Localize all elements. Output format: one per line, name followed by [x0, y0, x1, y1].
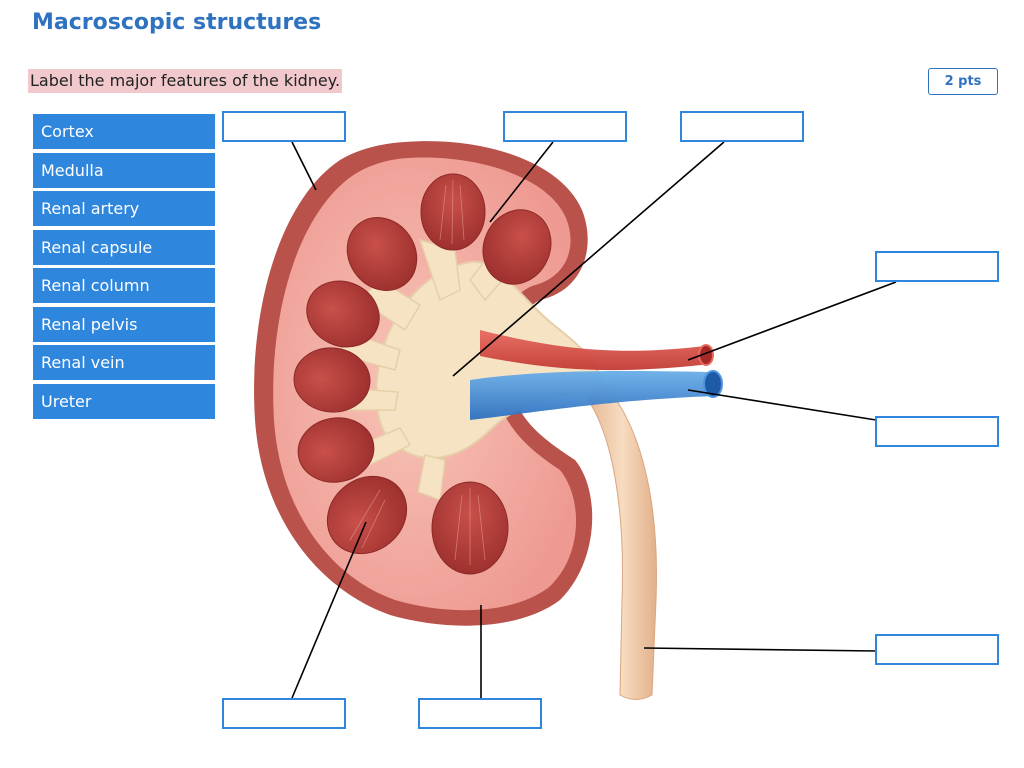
term-bank: Cortex Medulla Renal artery Renal capsul…	[33, 114, 215, 422]
drop-zone-pelvis[interactable]	[680, 111, 804, 142]
term-cortex[interactable]: Cortex	[33, 114, 215, 149]
page-title: Macroscopic structures	[32, 10, 322, 35]
renal-artery-shape	[480, 330, 710, 371]
term-renal-pelvis[interactable]: Renal pelvis	[33, 306, 215, 342]
drop-zone-cortex[interactable]	[418, 698, 542, 729]
term-ureter[interactable]: Ureter	[33, 383, 215, 419]
term-renal-capsule[interactable]: Renal capsule	[33, 229, 215, 265]
drop-zone-ureter[interactable]	[875, 634, 999, 665]
ureter-shape	[587, 379, 657, 700]
renal-vein-shape	[470, 370, 714, 420]
term-medulla[interactable]: Medulla	[33, 152, 215, 188]
drop-zone-capsule[interactable]	[222, 111, 346, 142]
term-renal-column[interactable]: Renal column	[33, 268, 215, 303]
drop-zone-medulla[interactable]	[222, 698, 346, 729]
drop-zone-artery[interactable]	[875, 251, 999, 282]
term-renal-vein[interactable]: Renal vein	[33, 345, 215, 380]
drop-zone-vein[interactable]	[875, 416, 999, 447]
drop-zone-column[interactable]	[503, 111, 627, 142]
question-instruction: Label the major features of the kidney.	[28, 69, 343, 93]
points-badge: 2 pts	[928, 68, 998, 95]
renal-pelvis-shape	[375, 260, 602, 460]
term-renal-artery[interactable]: Renal artery	[33, 191, 215, 226]
renal-pyramids	[293, 173, 552, 575]
